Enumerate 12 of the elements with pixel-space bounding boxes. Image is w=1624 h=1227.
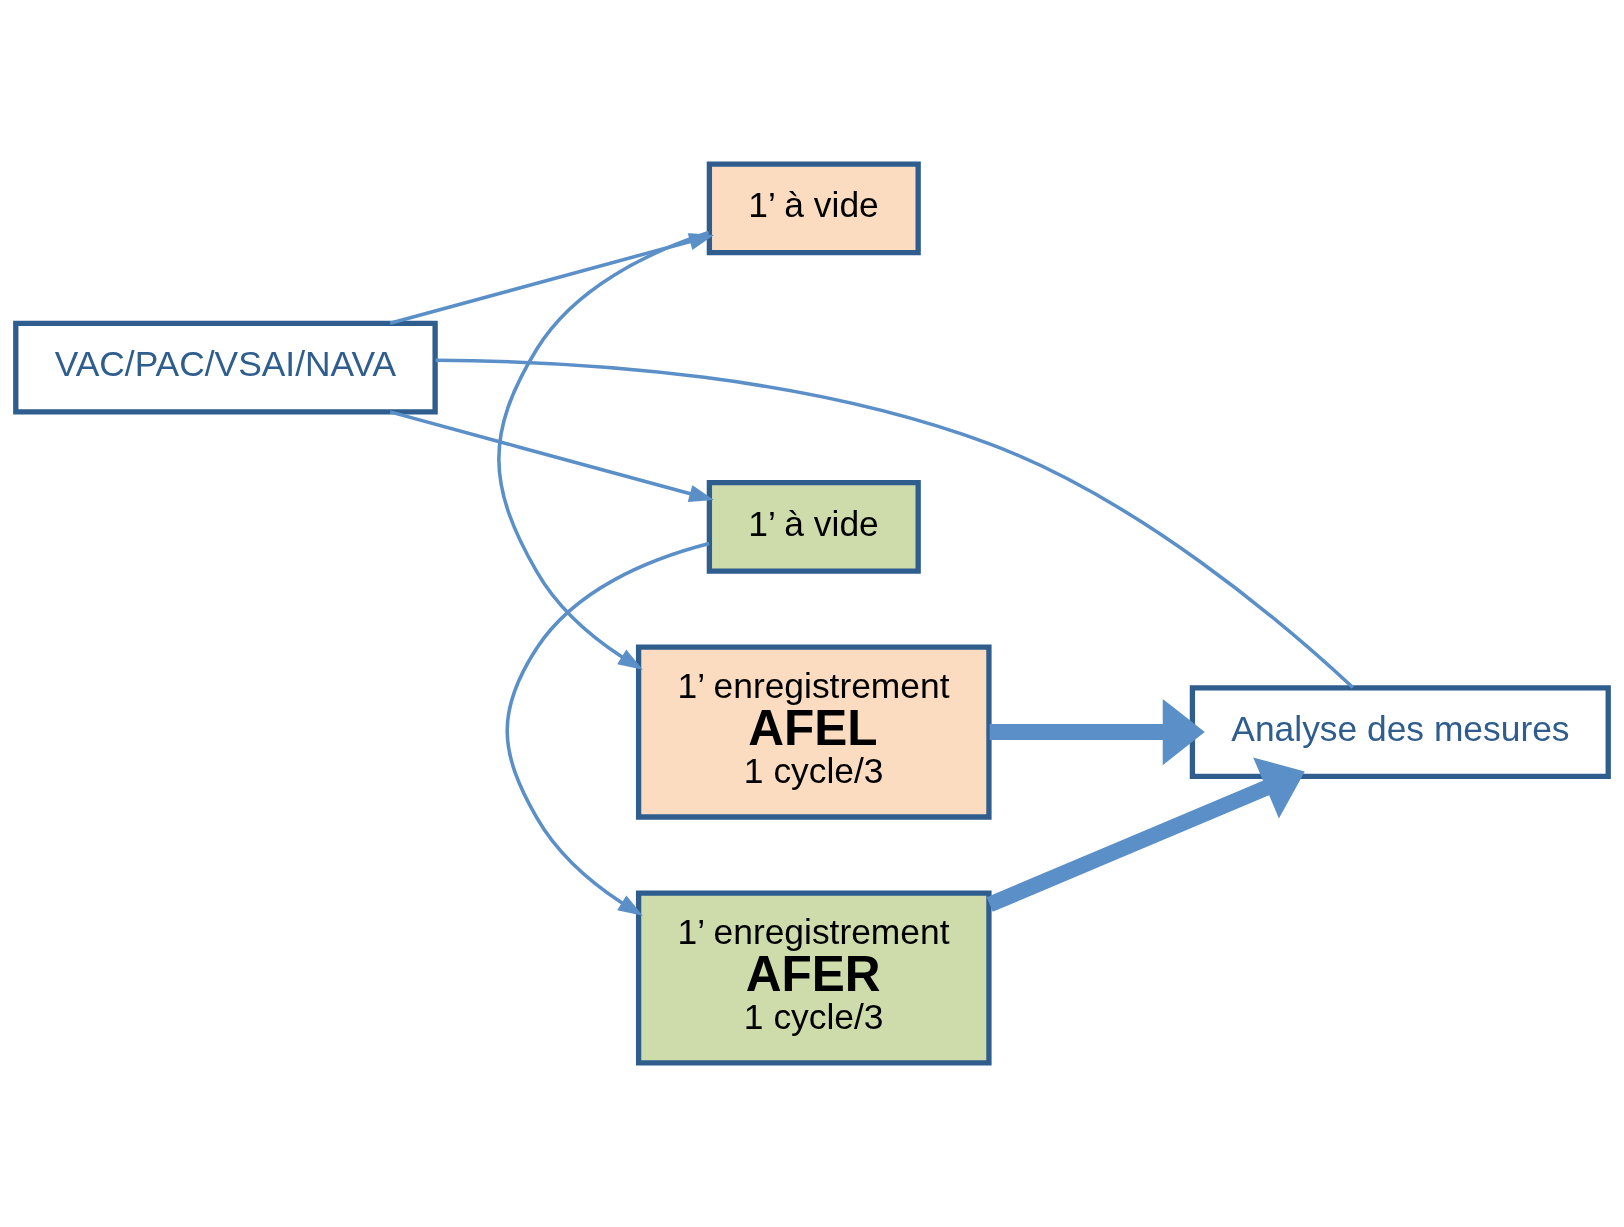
- arrow: [497, 230, 710, 670]
- node-box: VAC/PAC/VSAI/NAVA: [13, 320, 438, 415]
- node-box: 1’ à vide: [706, 161, 921, 256]
- node-box: Analyse des mesures: [1189, 685, 1611, 779]
- arrow: [505, 541, 710, 916]
- connector: [435, 358, 1355, 689]
- node-box: 1’ enregistrement AFER 1 cycle/3: [635, 890, 992, 1066]
- node-box: 1’ à vide: [706, 479, 921, 574]
- node-box: 1’ enregistrement AFEL 1 cycle/3: [635, 644, 992, 820]
- arrow: [989, 698, 1205, 766]
- arrow: [986, 757, 1305, 912]
- arrow: [389, 410, 714, 502]
